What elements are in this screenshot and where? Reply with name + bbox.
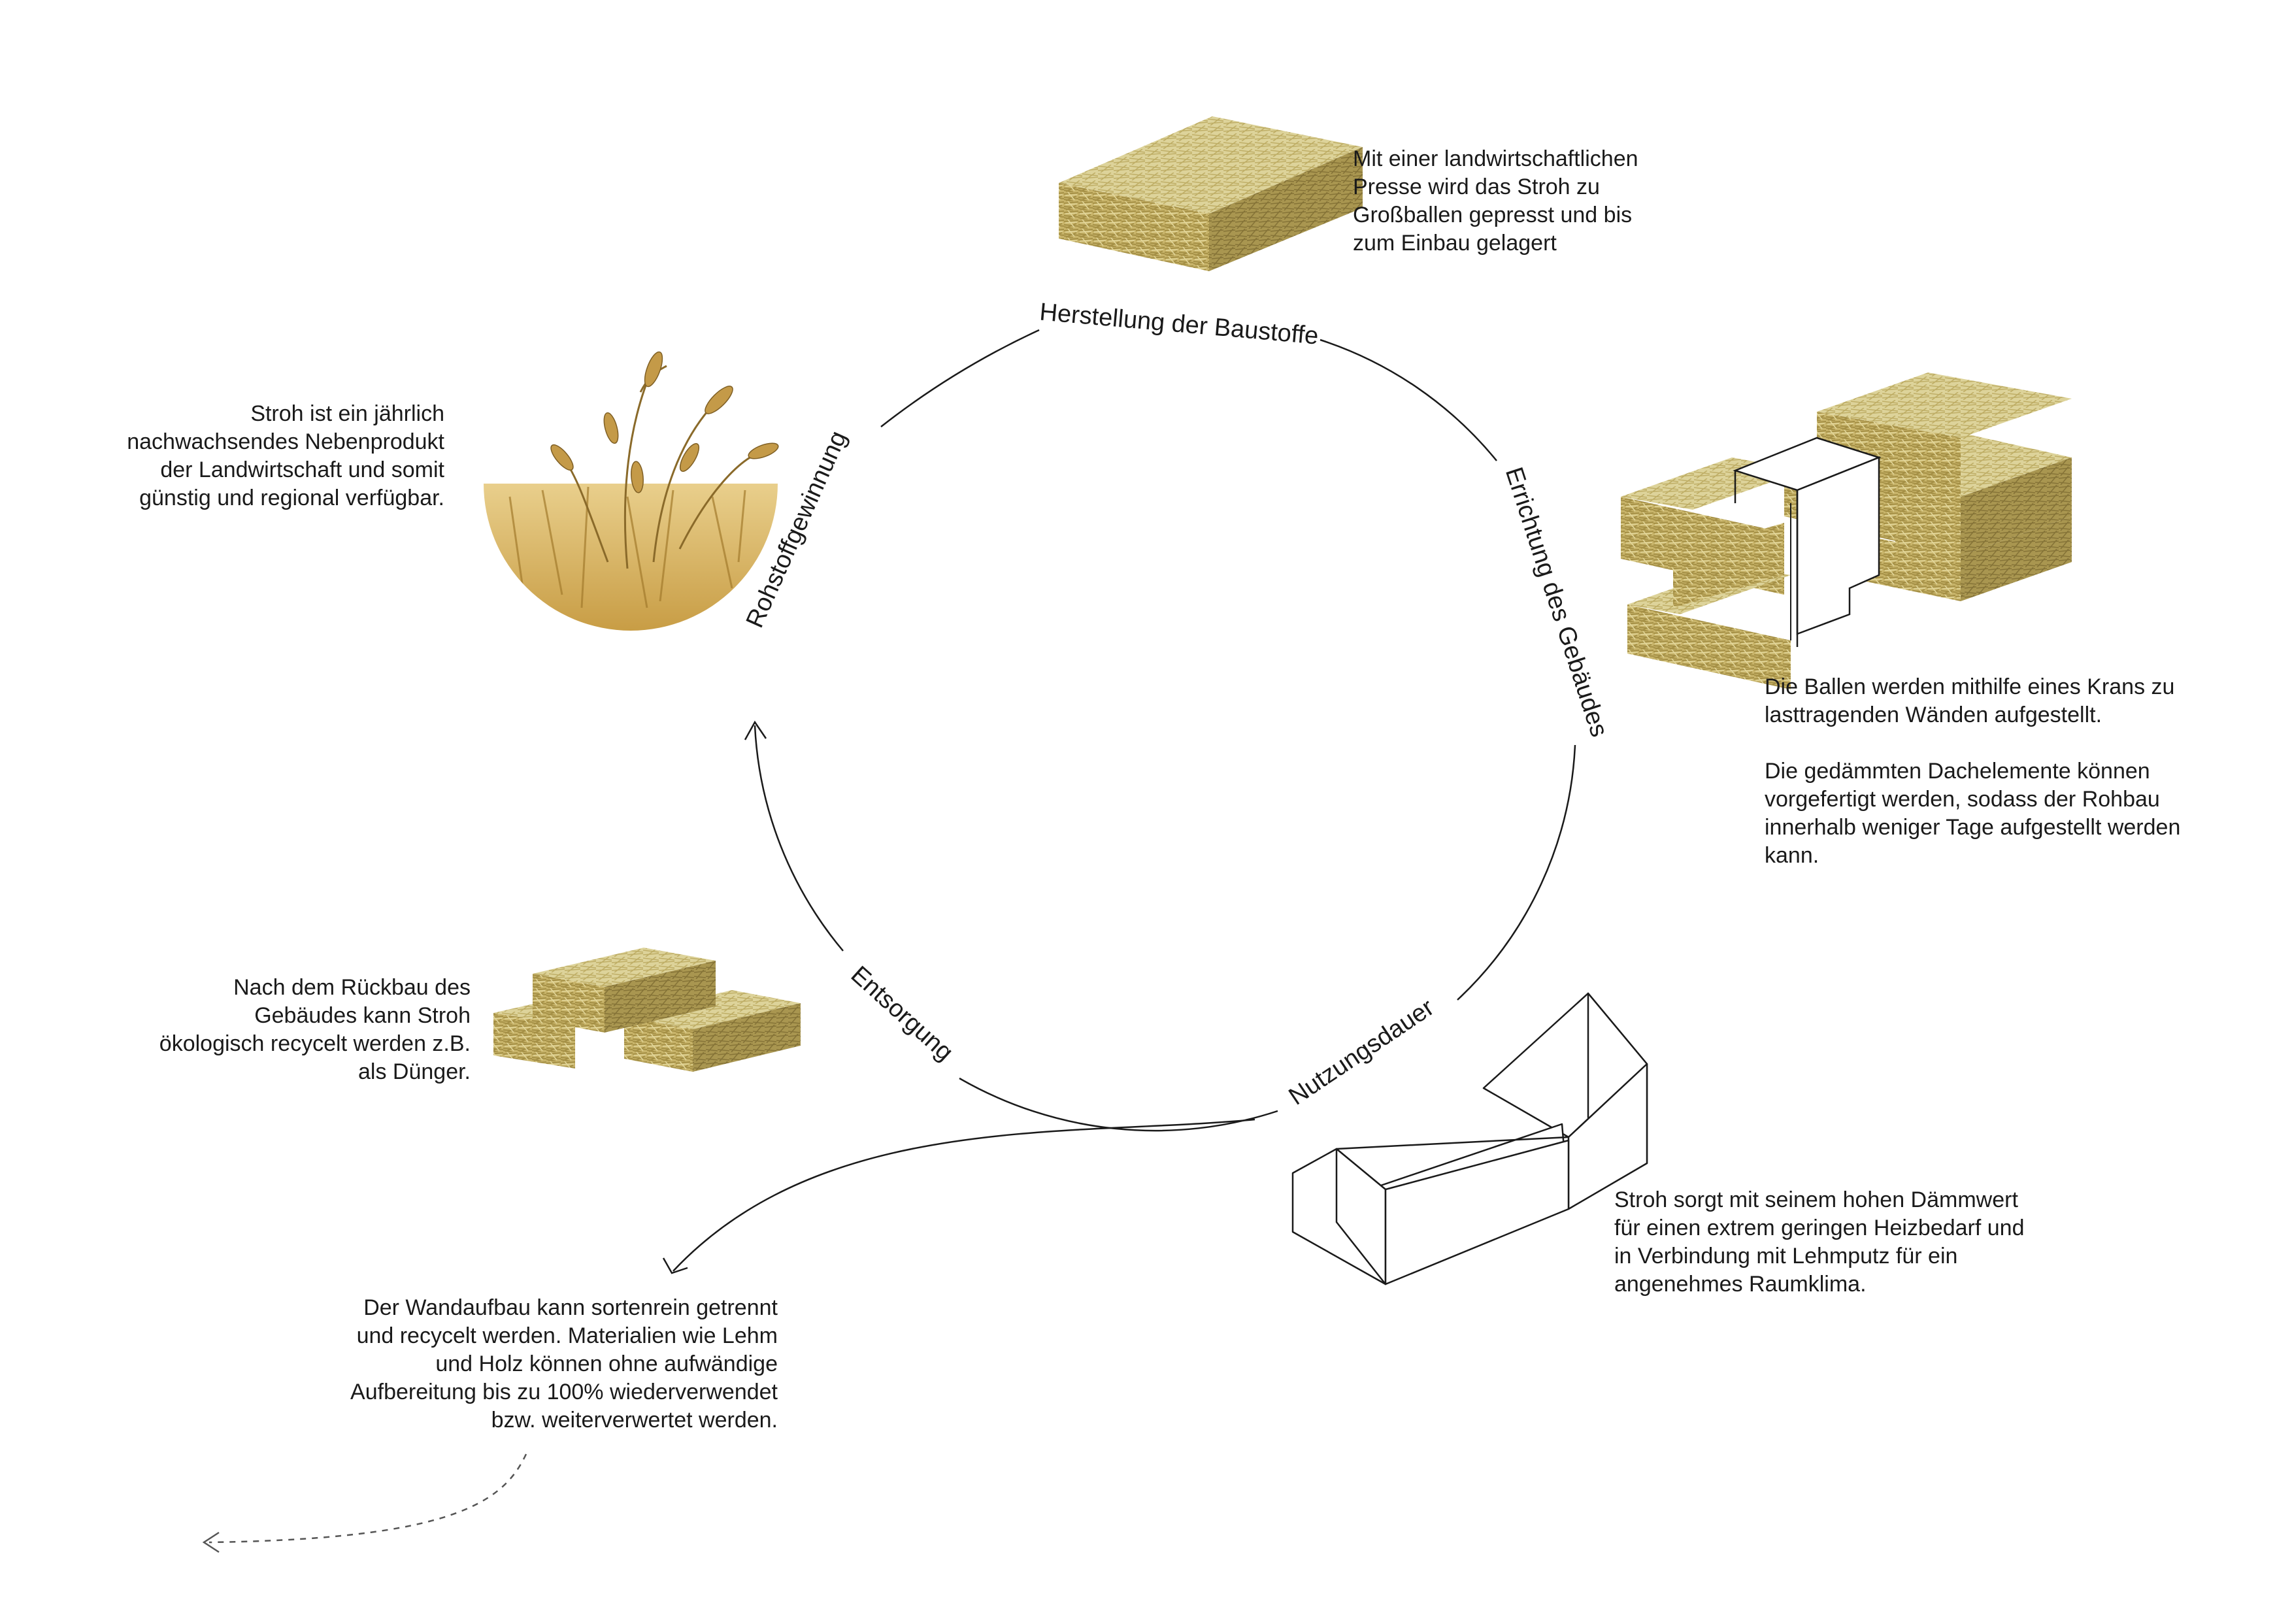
description-rohstoff: Stroh ist ein jährlich nachwachsendes Ne… (78, 400, 444, 512)
arc-errichtung-nutzung (1457, 744, 1576, 1001)
description-herstellung: Mit einer landwirtschaftlichen Presse wi… (1353, 145, 1693, 257)
desc-line: in Verbindung mit Lehmputz für ein (1614, 1244, 1958, 1268)
desc-line: und recycelt werden. Materialien wie Leh… (356, 1323, 778, 1348)
label-nutzung: Nutzungsdauer (1284, 993, 1439, 1110)
desc-line: Mit einer landwirtschaftlichen (1353, 146, 1638, 171)
wheat-field-illustration (484, 351, 779, 631)
arc-nutzung-entsorgung (959, 1077, 1278, 1132)
cycle-arrowhead (744, 720, 767, 740)
desc-line: ökologisch recycelt werden z.B. (159, 1031, 471, 1056)
desc-line: innerhalb weniger Tage aufgestellt werde… (1765, 815, 2181, 840)
arc-entsorgung-arrow (754, 725, 844, 952)
desc-line: Stroh sorgt mit seinem hohen Dämmwert (1614, 1187, 2018, 1212)
desc-line: Gebäudes kann Stroh (254, 1003, 471, 1028)
desc-line (1765, 729, 2222, 757)
desc-line: Der Wandaufbau kann sortenrein getrennt (363, 1295, 778, 1320)
description-errichtung: Die Ballen werden mithilfe eines Krans z… (1765, 673, 2222, 870)
desc-line: Aufbereitung bis zu 100% wiederverwendet (350, 1380, 778, 1404)
desc-line: lasttragenden Wänden aufgestellt. (1765, 703, 2102, 727)
desc-line: Presse wird das Stroh zu (1353, 174, 1600, 199)
label-errichtung: Errichtung des Gebäudes (1500, 464, 1613, 740)
straw-bale-illustration (1059, 116, 1363, 271)
description-nutzung: Stroh sorgt mit seinem hohen Dämmwert fü… (1614, 1186, 2085, 1299)
exit-curve (673, 1118, 1255, 1272)
desc-line: als Dünger. (358, 1059, 471, 1084)
exit-arrowhead (662, 1257, 688, 1274)
desc-line: vorgefertigt werden, sodass der Rohbau (1765, 787, 2160, 812)
dashed-exit-arrowhead (202, 1531, 220, 1553)
arc-rohstoff-herstellung (880, 329, 1040, 427)
bale-pile-illustration (493, 948, 801, 1072)
desc-line: Stroh ist ein jährlich (250, 401, 444, 426)
desc-line: Großballen gepresst und bis (1353, 203, 1633, 227)
desc-line: Die Ballen werden mithilfe eines Krans z… (1765, 674, 2175, 699)
desc-line: nachwachsendes Nebenprodukt (127, 429, 444, 454)
label-herstellung: Herstellung der Baustoffe (1038, 298, 1320, 350)
desc-line: kann. (1765, 843, 1819, 868)
desc-line: zum Einbau gelagert (1353, 231, 1557, 256)
lifecycle-circle (754, 329, 1576, 1132)
description-wandaufbau: Der Wandaufbau kann sortenrein getrennt … (274, 1294, 778, 1434)
desc-line: Die gedämmten Dachelemente können (1765, 759, 2150, 784)
label-entsorgung: Entsorgung (846, 961, 959, 1066)
desc-line: für einen extrem geringen Heizbedarf und (1614, 1216, 2025, 1240)
description-entsorgung: Nach dem Rückbau des Gebäudes kann Stroh… (131, 974, 471, 1086)
desc-line: und Holz können ohne aufwändige (435, 1351, 778, 1376)
bale-wall-illustration (1621, 373, 2072, 689)
desc-line: Nach dem Rückbau des (233, 975, 471, 1000)
desc-line: günstig und regional verfügbar. (139, 486, 444, 510)
arc-herstellung-errichtung (1320, 339, 1497, 461)
desc-line: bzw. weiterverwertet werden. (491, 1408, 778, 1433)
house-illustration (1291, 992, 1648, 1285)
dashed-exit-curve (208, 1453, 527, 1544)
desc-line: der Landwirtschaft und somit (160, 457, 444, 482)
desc-line: angenehmes Raumklima. (1614, 1272, 1867, 1297)
